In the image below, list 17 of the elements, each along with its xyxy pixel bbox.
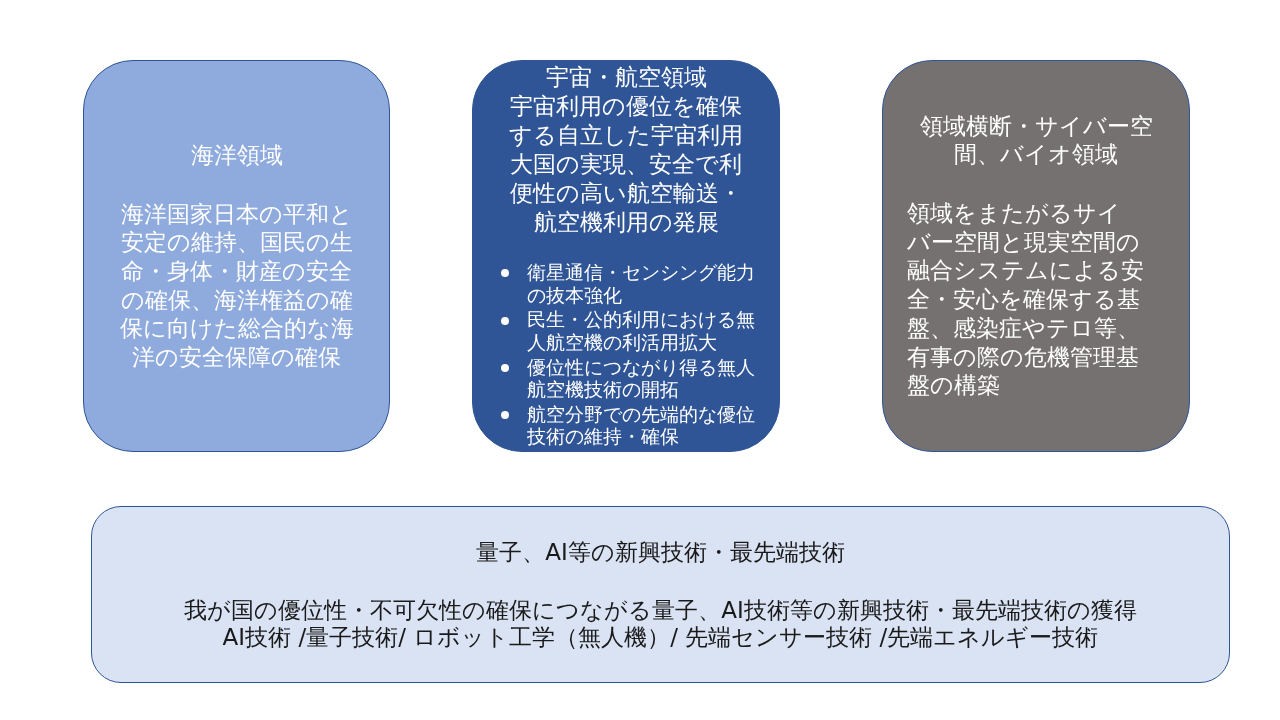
panel-text: 海洋国家日本の平和と安定の維持、国民の生命・身体・財産の安全の確保、海洋権益の確保に向けた総合的な海洋の安全保障の確保 bbox=[118, 199, 355, 372]
panel-heading: 海洋領域 bbox=[189, 140, 284, 170]
panel-text: 宇宙利用の優位を確保する自立した宇宙利用大国の実現、安全で利便性の高い航空輸送・航空機利用の発展 bbox=[508, 92, 744, 238]
bullet-text: 衛星通信・センシング能力の抜本強化 bbox=[527, 262, 756, 308]
info-panel bbox=[91, 506, 1230, 683]
panel-text: 領域をまたがるサイバー空間と現実空間の融合システムによる安全・安心を確保する基盤、感染症やテロ等、有事の際の危機管理基盤の構築 bbox=[907, 198, 1145, 401]
info-panel bbox=[472, 60, 780, 452]
panel-heading: 宇宙・航空領域 bbox=[544, 63, 708, 93]
bullet-text: 航空分野での先端的な優位技術の維持・確保 bbox=[527, 403, 756, 449]
panel-text: AI技術 /量子技術/ ロボット工学（無人機）/ 先端センサー技術 /先端エネルギー技術 bbox=[221, 623, 1100, 651]
bullet-text: 優位性につながり得る無人航空機技術の開拓 bbox=[527, 356, 756, 402]
info-panel bbox=[83, 60, 390, 452]
panel-heading: 領域横断・サイバー空間、バイオ領域 bbox=[918, 111, 1154, 169]
panel-text: 我が国の優位性・不可欠性の確保につながる量子、AI技術等の新興技術・最先端技術の獲得 bbox=[183, 596, 1138, 624]
panel-heading: 量子、AI等の新興技術・最先端技術 bbox=[475, 538, 846, 566]
bullet-text: 民生・公的利用における無人航空機の利活用拡大 bbox=[527, 309, 756, 355]
info-panel bbox=[882, 60, 1190, 452]
